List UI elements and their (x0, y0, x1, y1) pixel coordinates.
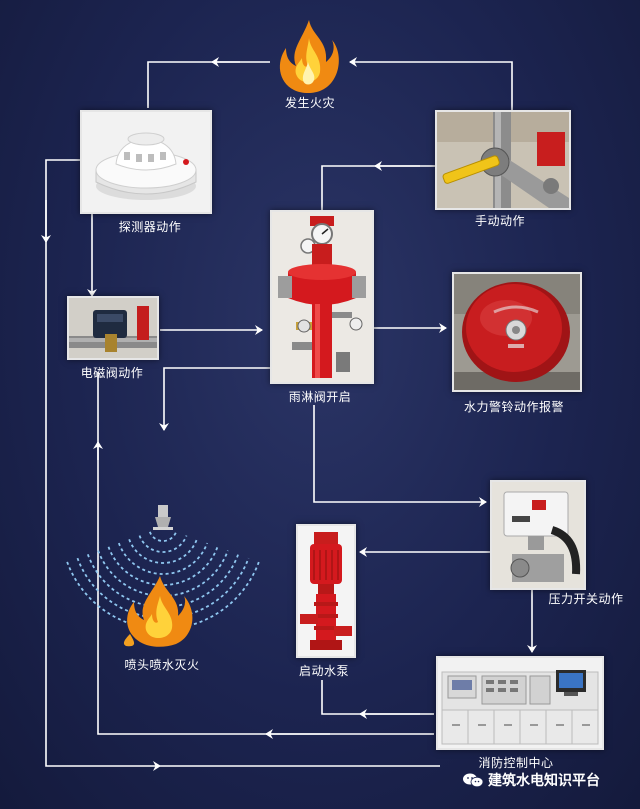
label-control: 消防控制中心 (478, 756, 554, 770)
spray-arc (117, 542, 209, 575)
spray-arc (107, 546, 219, 586)
sprinkler-fire-icon (123, 576, 193, 647)
pressure-switch-image (490, 480, 586, 590)
watermark: 建筑水电知识平台 (462, 770, 600, 790)
arrow-manual-to-fire (349, 57, 513, 110)
label-bell: 水力警铃动作报警 (463, 400, 565, 414)
deluge-valve-image (270, 210, 374, 384)
arrow-fire-to-detector (147, 61, 240, 108)
detector-image (80, 110, 212, 214)
label-detector: 探测器动作 (118, 220, 182, 234)
wechat-icon (463, 773, 484, 788)
arrow-manual-to-deluge (321, 165, 435, 210)
fire-icon (279, 20, 339, 93)
label-pressure: 压力开关动作 (548, 592, 624, 606)
label-solenoid: 电磁阀动作 (80, 366, 144, 380)
label-sprinkler: 喷头喷水灭火 (124, 658, 200, 672)
pump-image (296, 524, 356, 658)
spray-arc (66, 561, 260, 630)
label-manual: 手动动作 (474, 214, 526, 228)
spray-arc (148, 531, 178, 542)
alarm-bell-image (452, 272, 582, 392)
arrow-detector-left-rail (45, 159, 161, 771)
spray-arc (128, 539, 198, 564)
arrow-deluge-to-sprinkler (159, 367, 270, 431)
label-fire: 发生火灾 (284, 96, 336, 110)
watermark-text: 建筑水电知识平台 (488, 773, 600, 789)
arrow-deluge-to-pressure (313, 405, 487, 507)
arrow-control-to-pump (321, 680, 434, 715)
solenoid-valve-image (67, 296, 159, 360)
spray-arc (138, 535, 188, 553)
manual-valve-image (435, 110, 571, 210)
spray-arc (76, 557, 250, 619)
label-pump: 启动水泵 (298, 664, 350, 678)
label-deluge: 雨淋阀开启 (288, 390, 352, 404)
control-center-image (436, 656, 604, 750)
